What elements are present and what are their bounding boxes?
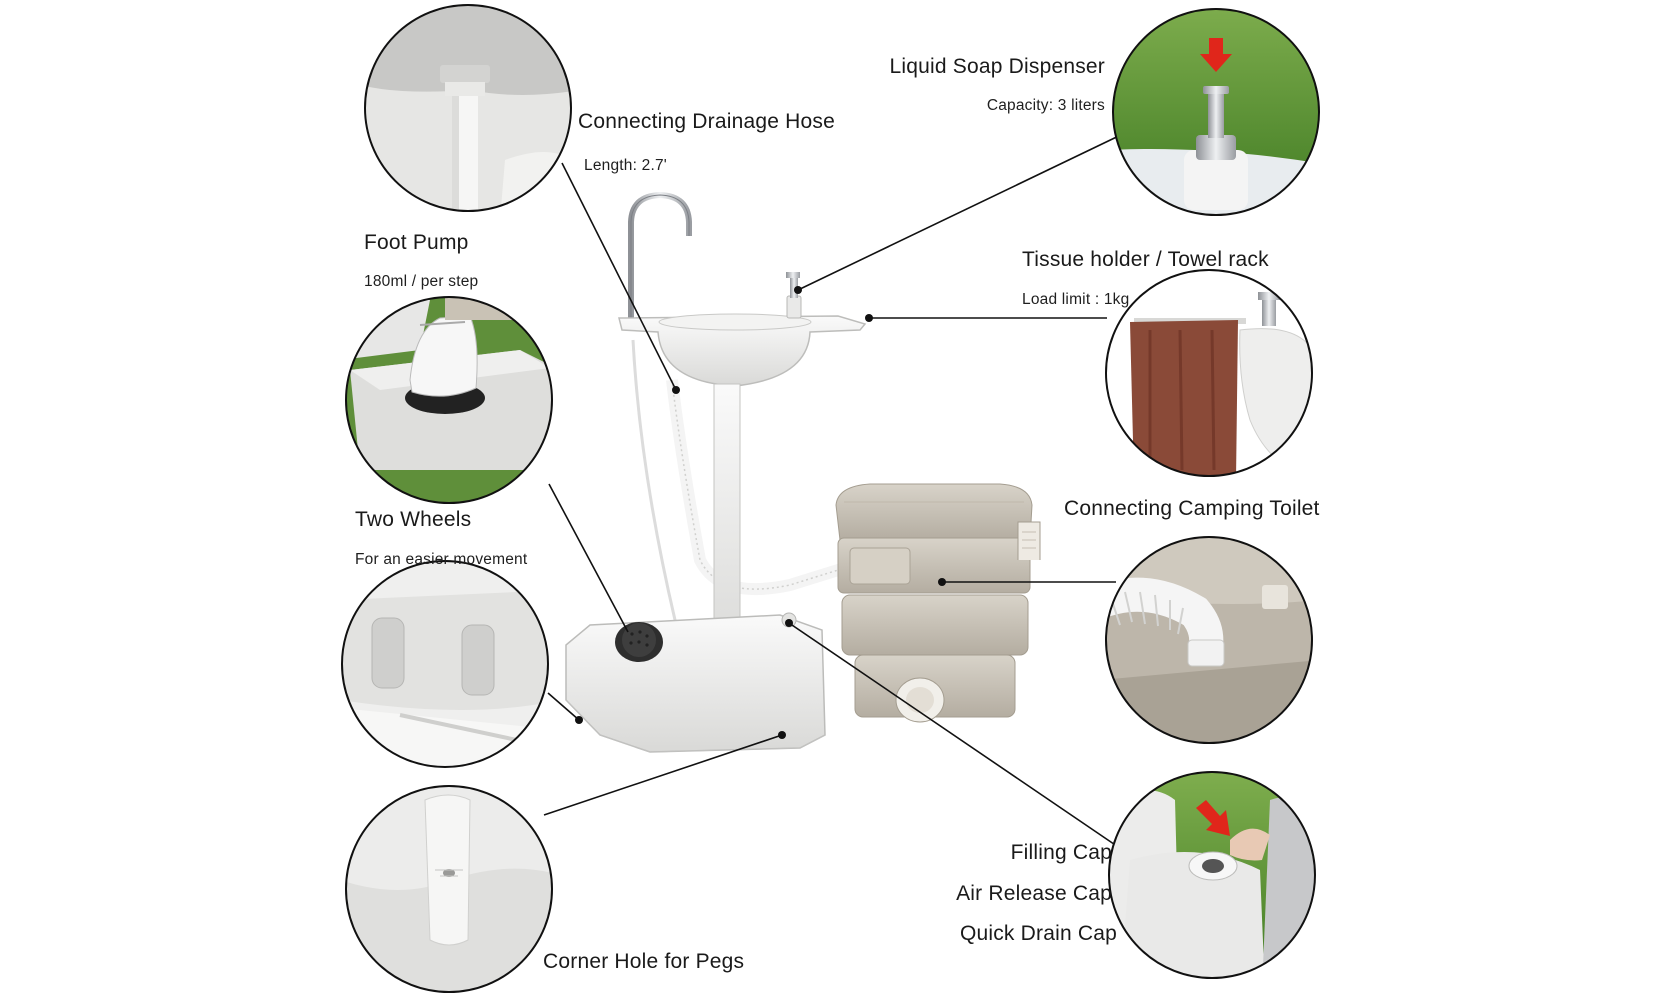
quick-drain-cap-label: Quick Drain Cap xyxy=(959,922,1117,945)
drainage-hose-length: Length: 2.7' xyxy=(584,157,667,174)
hand-wash-station xyxy=(565,191,944,753)
toilet-connection-detail xyxy=(1105,536,1313,744)
water-tank xyxy=(565,614,826,753)
towel xyxy=(1130,320,1238,476)
arrow-down-icon xyxy=(1200,38,1232,72)
connector-lines xyxy=(543,131,1131,856)
soap-dispenser-capacity: Capacity: 3 liters xyxy=(986,97,1105,114)
foot-pump-volume: 180ml / per step xyxy=(364,273,479,290)
foot-pump-detail xyxy=(345,296,553,504)
filling-cap-label: Filling Cap xyxy=(1010,841,1112,864)
peg-hole-detail xyxy=(345,785,553,993)
towel-rack-detail xyxy=(1105,269,1313,477)
foot-pump-title: Foot Pump xyxy=(364,231,469,254)
wheels-detail xyxy=(341,560,549,768)
drainage-hose-title: Connecting Drainage Hose xyxy=(578,110,835,133)
camping-toilet xyxy=(835,483,1041,723)
drainage-hose-detail xyxy=(364,4,572,212)
towel-rack-title: Tissue holder / Towel rack xyxy=(1022,248,1269,271)
air-release-cap-label: Air Release Cap xyxy=(956,882,1112,905)
caps-detail xyxy=(1108,771,1316,979)
faucet xyxy=(628,191,692,325)
soap-dispenser-detail xyxy=(1112,8,1320,216)
camping-toilet-title: Connecting Camping Toilet xyxy=(1064,497,1320,520)
wheels-description: For an easier movement xyxy=(355,551,528,568)
wheels-title: Two Wheels xyxy=(355,508,472,531)
towel-rack-load-limit: Load limit : 1kg xyxy=(1022,291,1130,308)
arrow-diagonal-icon xyxy=(1196,800,1230,836)
soap-dispenser-title: Liquid Soap Dispenser xyxy=(889,55,1105,78)
peg-hole-title: Corner Hole for Pegs xyxy=(543,950,745,973)
